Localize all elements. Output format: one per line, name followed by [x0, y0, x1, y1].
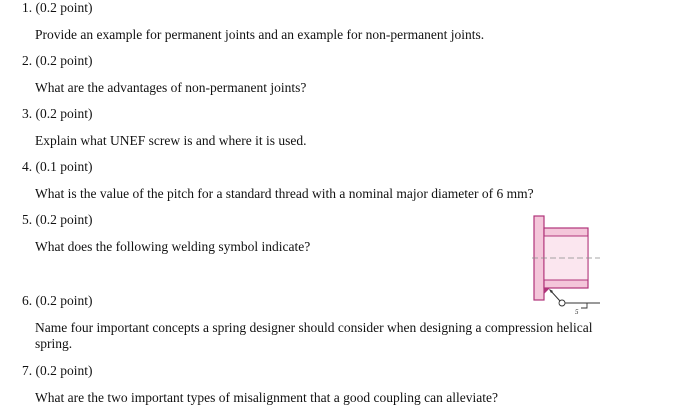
question-header: 1. (0.2 point): [22, 0, 93, 16]
question-text: What are the two important types of misa…: [35, 390, 498, 405]
question-number: 3.: [22, 106, 33, 121]
weld-fillet: [544, 288, 550, 294]
fillet-weld-symbol-icon: [581, 303, 588, 309]
question-text: What is the value of the pitch for a sta…: [35, 186, 534, 201]
question-number: 7.: [22, 363, 33, 378]
question-points: (0.2 point): [35, 293, 93, 308]
question-header: 6. (0.2 point): [22, 293, 93, 309]
weld-size-label: 5: [575, 308, 579, 316]
question-number: 1.: [22, 0, 33, 15]
question-header: 4. (0.1 point): [22, 159, 93, 175]
question-text: Explain what UNEF screw is and where it …: [35, 133, 307, 148]
question-points: (0.2 point): [35, 0, 93, 15]
arrow-head-icon: [549, 289, 553, 293]
question-number: 5.: [22, 212, 33, 227]
question-points: (0.2 point): [35, 363, 93, 378]
question-number: 2.: [22, 53, 33, 68]
question-text: What are the advantages of non-permanent…: [35, 80, 307, 95]
welding-symbol-figure: 5: [532, 215, 600, 316]
question-header: 2. (0.2 point): [22, 53, 93, 69]
question-number: 4.: [22, 159, 33, 174]
weld-all-around-icon: [558, 299, 566, 307]
question-points: (0.2 point): [35, 212, 93, 227]
question-points: (0.2 point): [35, 53, 93, 68]
question-header: 7. (0.2 point): [22, 363, 93, 379]
question-text: What does the following welding symbol i…: [35, 239, 311, 254]
question-points: (0.2 point): [35, 106, 93, 121]
question-text: Name four important concepts a spring de…: [35, 320, 593, 351]
question-header: 5. (0.2 point): [22, 212, 93, 228]
question-points: (0.1 point): [35, 159, 93, 174]
question-text: Provide an example for permanent joints …: [35, 27, 485, 42]
question-header: 3. (0.2 point): [22, 106, 93, 122]
question-number: 6.: [22, 293, 33, 308]
